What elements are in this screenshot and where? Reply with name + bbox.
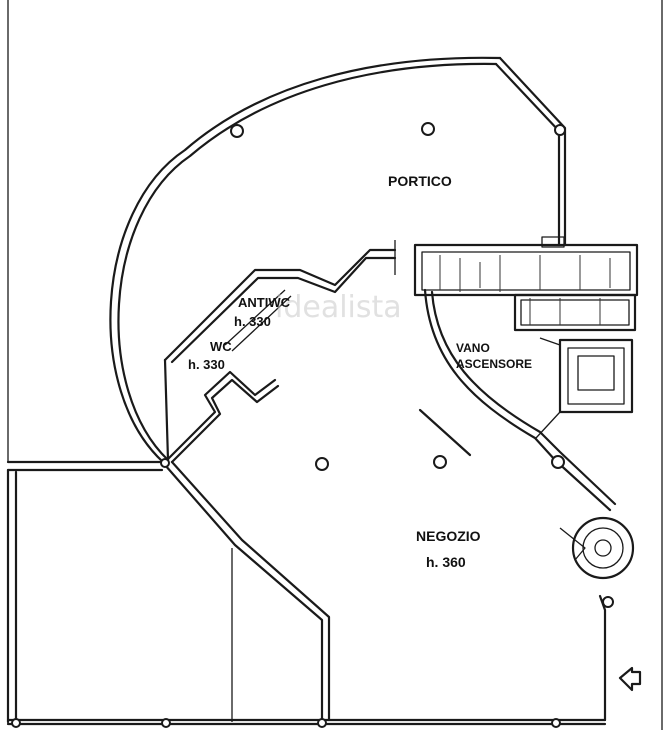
column-icon bbox=[554, 124, 566, 136]
page-border bbox=[7, 0, 663, 730]
negozio-east-wall bbox=[418, 288, 617, 722]
column-icon bbox=[433, 455, 447, 469]
column-icon bbox=[551, 455, 565, 469]
column-icon bbox=[230, 124, 244, 138]
room-label-negozio-height: h. 360 bbox=[426, 554, 466, 570]
room-label-negozio: NEGOZIO bbox=[416, 528, 481, 544]
column-icon bbox=[161, 718, 171, 728]
portico-outer-wall bbox=[109, 56, 567, 464]
entrance-arrow-icon bbox=[618, 666, 642, 692]
wc-block-walls bbox=[163, 240, 397, 464]
column-icon bbox=[551, 718, 561, 728]
column-icon bbox=[11, 718, 21, 728]
room-label-antiwc: ANTIWC bbox=[238, 295, 291, 310]
spiral-stair bbox=[559, 516, 635, 580]
room-label-wc-height: h. 330 bbox=[188, 357, 225, 372]
column-icon bbox=[421, 122, 435, 136]
column-icon bbox=[317, 718, 327, 728]
negozio-west-wall bbox=[163, 460, 331, 722]
column-icon bbox=[160, 458, 170, 468]
column-icon bbox=[315, 457, 329, 471]
room-label-ascensore: ASCENSORE bbox=[456, 357, 532, 371]
room-label-antiwc-height: h. 330 bbox=[234, 314, 271, 329]
watermark: idealista bbox=[275, 290, 402, 325]
elevator-shaft bbox=[539, 337, 634, 414]
room-label-portico: PORTICO bbox=[388, 173, 452, 189]
room-label-vano: VANO bbox=[456, 341, 490, 355]
columns bbox=[11, 122, 614, 728]
column-icon bbox=[602, 596, 614, 608]
adjacent-units bbox=[6, 460, 607, 726]
room-label-wc: WC bbox=[210, 339, 232, 354]
service-core bbox=[413, 236, 639, 332]
